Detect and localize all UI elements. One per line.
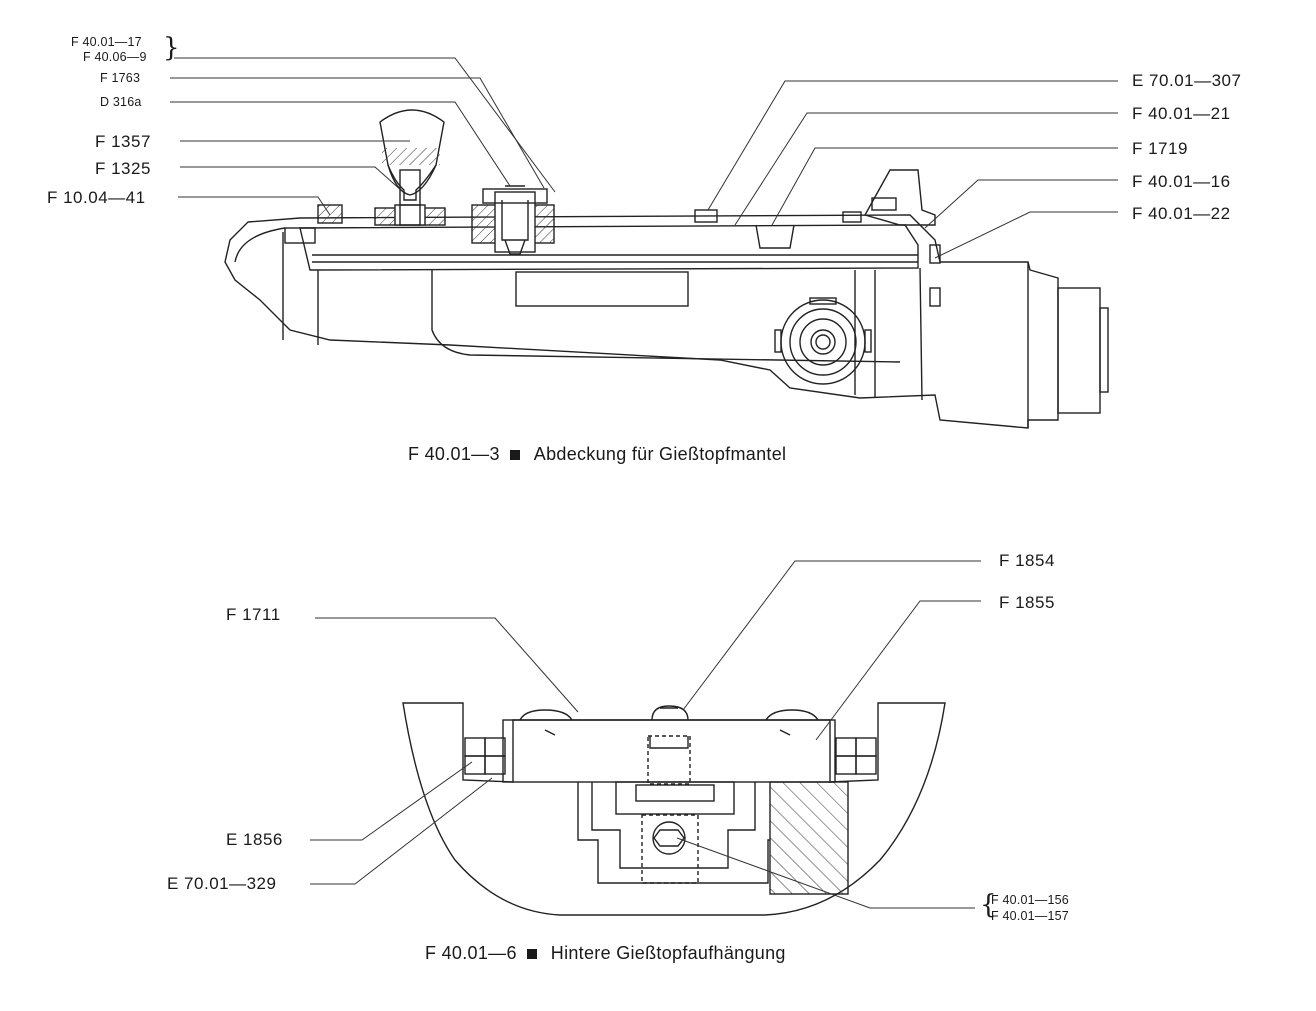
brace-left-figure2: { <box>980 890 997 920</box>
label-e-1856: E 1856 <box>226 830 283 849</box>
figure2-caption-id: F 40.01—6 <box>425 943 517 963</box>
label-f-40-01-22: F 40.01—22 <box>1132 204 1231 223</box>
figure1-leader-lines <box>170 57 1118 259</box>
figure2-caption: F 40.01—6 Hintere Gießtopfaufhängung <box>425 944 786 962</box>
brace-right-figure1: } <box>163 33 180 63</box>
label-e-70-01-307: E 70.01—307 <box>1132 71 1242 90</box>
label-f-1855: F 1855 <box>999 593 1055 612</box>
label-e-70-01-329: E 70.01—329 <box>167 874 277 893</box>
figure2-leader-lines <box>310 560 981 909</box>
label-f-1325: F 1325 <box>95 159 151 178</box>
caption-square-icon <box>509 449 520 460</box>
label-f-40-01-17: F 40.01—17 <box>71 35 142 49</box>
label-f-40-01-16: F 40.01—16 <box>1132 172 1231 191</box>
figure2-drawing <box>402 702 946 916</box>
figure1-caption-text: Abdeckung für Gießtopfmantel <box>533 444 787 464</box>
label-d-316a: D 316a <box>100 95 142 109</box>
label-f-1763: F 1763 <box>100 71 141 85</box>
label-f-1357: F 1357 <box>95 132 151 151</box>
label-f-1711: F 1711 <box>226 605 281 624</box>
label-f-1719: F 1719 <box>1132 139 1188 158</box>
figure1-caption-id: F 40.01—3 <box>408 444 500 464</box>
caption-square-icon <box>526 948 537 959</box>
label-f-1854: F 1854 <box>999 551 1055 570</box>
figure1-caption: F 40.01—3 Abdeckung für Gießtopfmantel <box>408 445 786 463</box>
label-f-40-01-156: F 40.01—156 <box>991 893 1069 907</box>
label-f-10-04-41: F 10.04—41 <box>47 188 146 207</box>
figure2-caption-text: Hintere Gießtopfaufhängung <box>550 943 786 963</box>
figure1-drawing <box>224 109 1109 429</box>
label-f-40-01-157: F 40.01—157 <box>991 909 1069 923</box>
label-f-40-06-9: F 40.06—9 <box>83 50 147 64</box>
label-f-40-01-21: F 40.01—21 <box>1132 104 1231 123</box>
